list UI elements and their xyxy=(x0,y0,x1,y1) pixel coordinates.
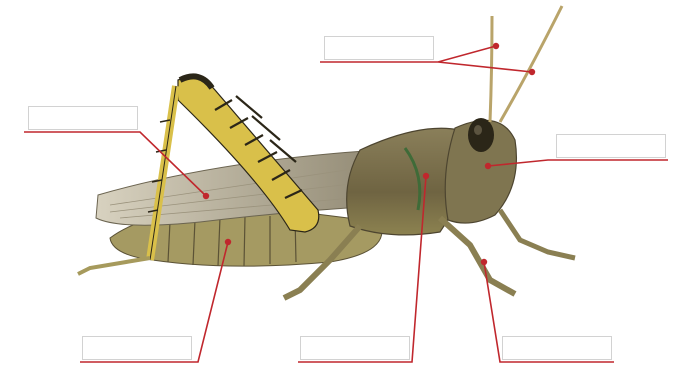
label-box-eye[interactable] xyxy=(556,134,666,158)
label-box-thorax[interactable] xyxy=(300,336,410,360)
point-thorax xyxy=(423,173,429,179)
point-eye xyxy=(485,163,491,169)
label-box-hind-leg[interactable] xyxy=(28,106,138,130)
point-foreleg xyxy=(481,259,487,265)
point-hind-leg xyxy=(203,193,209,199)
label-box-abdomen[interactable] xyxy=(82,336,192,360)
label-box-foreleg[interactable] xyxy=(502,336,612,360)
point-antenna-2 xyxy=(529,69,535,75)
point-antenna-1 xyxy=(493,43,499,49)
label-box-antenna[interactable] xyxy=(324,36,434,60)
point-abdomen xyxy=(225,239,231,245)
